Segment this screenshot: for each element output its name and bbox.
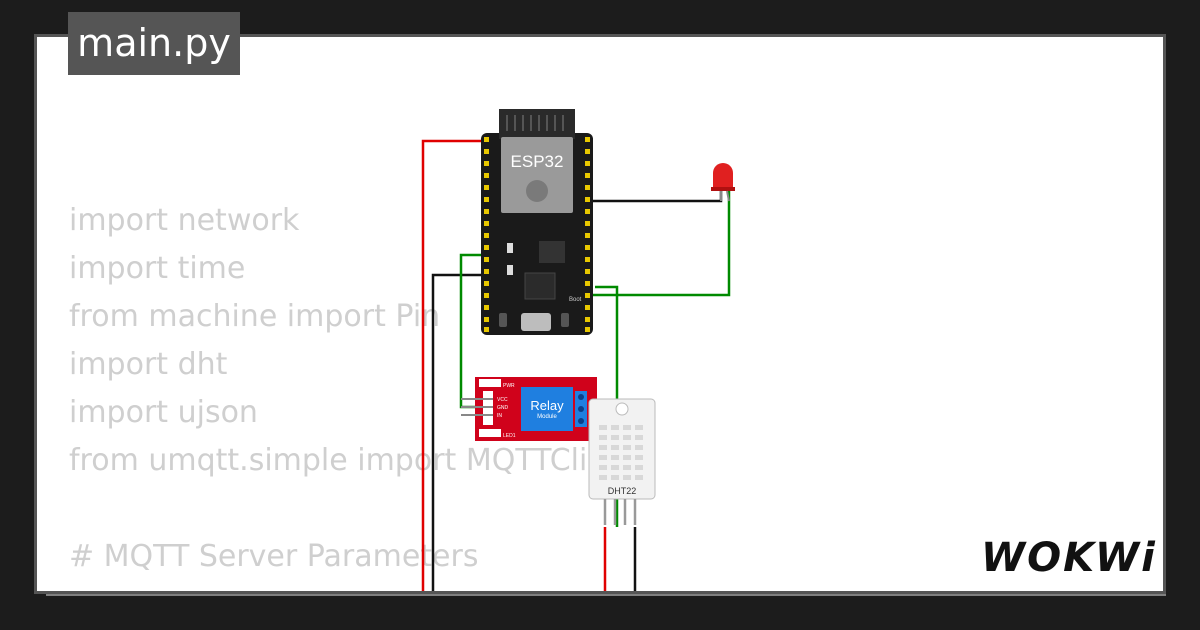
wokwi-logo: WOKWi xyxy=(981,535,1157,581)
circuit-diagram[interactable]: ESP32 xyxy=(37,37,1166,594)
red-led[interactable] xyxy=(711,163,735,202)
esp32-label: ESP32 xyxy=(511,152,564,171)
file-tab[interactable]: main.py xyxy=(68,12,240,75)
wire-red xyxy=(421,139,489,591)
wokwi-logo-text: WOKWi xyxy=(981,535,1157,581)
wire-green-led xyxy=(589,187,731,297)
relay-pin-in: IN xyxy=(497,413,502,419)
relay-module[interactable]: PWR LED1 VCC GND IN Relay Module xyxy=(461,377,597,441)
code-line: import ujson xyxy=(69,395,258,430)
code-line: # MQTT Server Parameters xyxy=(69,539,479,574)
code-line: import time xyxy=(69,251,246,286)
relay-pin-vcc: VCC xyxy=(497,397,508,403)
wire-black xyxy=(431,273,489,591)
code-line: import network xyxy=(69,203,300,238)
esp32-board[interactable]: ESP32 xyxy=(481,109,593,335)
dht22-sensor[interactable]: DHT22 xyxy=(588,398,656,525)
project-preview-card[interactable]: import network import time from machine … xyxy=(34,34,1166,594)
relay-sub-label: Module xyxy=(537,414,557,420)
esp32-pins-left xyxy=(484,137,489,332)
code-line: MQTT_CLIENT_ID = "micropython-weather-de… xyxy=(69,581,811,591)
relay-label: Relay xyxy=(530,398,564,413)
relay-pin-gnd: GND xyxy=(497,405,509,411)
boot-label: Boot xyxy=(569,297,582,303)
relay-pwr-label: PWR xyxy=(503,383,515,389)
wires xyxy=(421,139,731,591)
code-line: import dht xyxy=(69,347,228,382)
relay-led-label: LED1 xyxy=(503,433,516,439)
esp32-pins-right xyxy=(585,137,590,332)
wire-black-led xyxy=(589,187,723,203)
dht22-label: DHT22 xyxy=(608,486,637,496)
